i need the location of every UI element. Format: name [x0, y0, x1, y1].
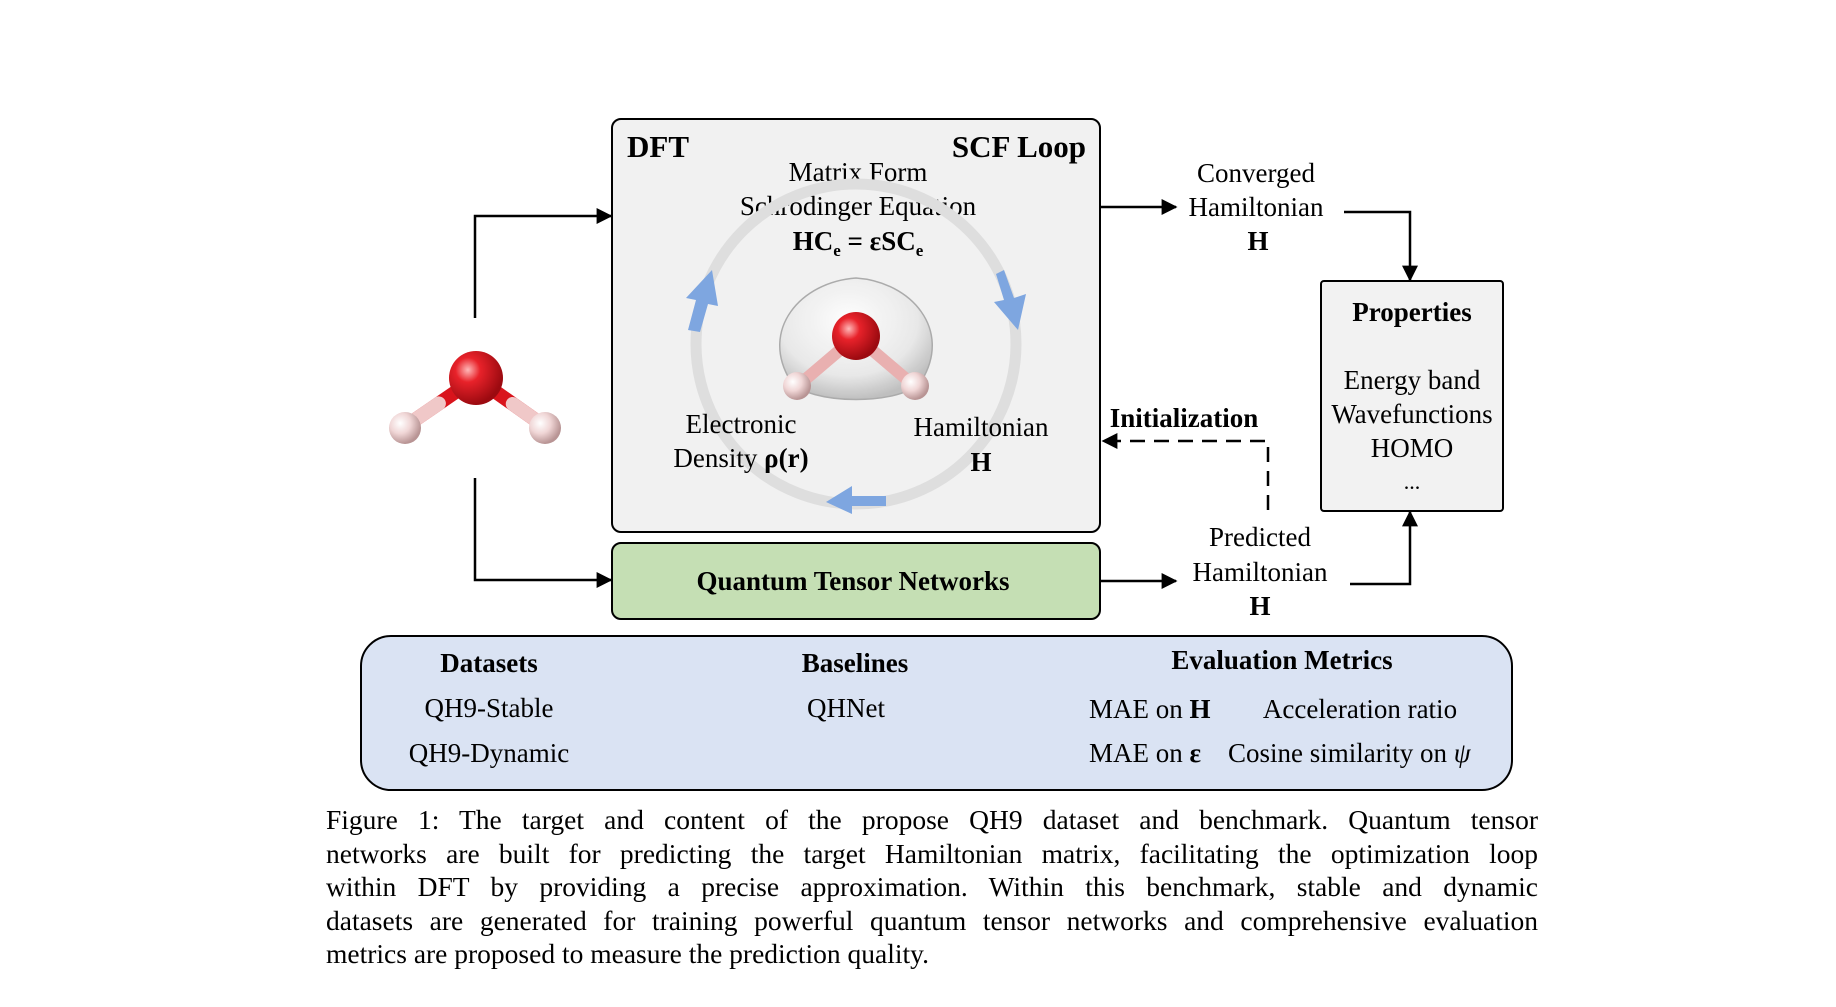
caption-line: within DFT by providing a precise approx…	[326, 871, 1538, 902]
benchmark-box: Datasets QH9-Stable QH9-Dynamic Baseline…	[360, 635, 1513, 791]
property-item: Wavefunctions	[1331, 399, 1492, 429]
property-item: HOMO	[1371, 433, 1454, 463]
quantum-tensor-networks-box: Quantum Tensor Networks	[611, 542, 1101, 620]
cycle-arrow-bottom-icon	[826, 486, 886, 514]
dataset-item: QH9-Dynamic	[409, 738, 569, 768]
molecule-to-qtn-arrow	[473, 478, 613, 588]
qh9-overview-diagram: DFT SCF Loop Matrix Form Schrödinger Equ…	[360, 118, 1513, 791]
property-item: Energy band	[1344, 365, 1481, 395]
baselines-title: Baselines	[802, 648, 909, 678]
svg-text:H: H	[1249, 591, 1270, 621]
converged-to-properties-arrow	[1344, 210, 1418, 282]
caption-line: metrics are proposed to measure the pred…	[326, 938, 930, 969]
converged-hamiltonian-label: Converged Hamiltonian H	[1189, 158, 1324, 256]
metrics-title: Evaluation Metrics	[1171, 645, 1392, 675]
predicted-to-properties-arrow	[1350, 510, 1418, 586]
water-electron-density-icon	[779, 277, 933, 401]
caption-line: networks are built for predicting the ta…	[326, 837, 1538, 869]
datasets-title: Datasets	[440, 648, 537, 678]
caption-line: datasets are generated for training powe…	[326, 904, 1538, 936]
dft-title: DFT	[627, 129, 689, 164]
svg-text:Predicted: Predicted	[1209, 522, 1311, 552]
qtn-label: Quantum Tensor Networks	[696, 566, 1009, 596]
initialization-arrow	[1101, 433, 1270, 510]
water-molecule-icon	[389, 351, 561, 444]
metric-mae-h: MAE on H	[1089, 694, 1211, 724]
caption-line: Figure 1: The target and content of the …	[326, 804, 1538, 835]
density-label-line1: Electronic	[686, 409, 797, 439]
dataset-item: QH9-Stable	[425, 693, 554, 723]
figure-caption: Figure 1: The target and content of the …	[326, 803, 1538, 971]
initialization-label: Initialization	[1110, 403, 1259, 433]
schrodinger-equation: HCe = εSCe	[793, 226, 924, 260]
molecule-to-dft-arrow	[473, 208, 613, 318]
baseline-item: QHNet	[807, 693, 885, 723]
density-label-line2: Density ρ(r)	[673, 443, 808, 473]
svg-text:H: H	[1247, 226, 1268, 256]
metric-cosine: Cosine similarity on ψ	[1228, 738, 1472, 768]
properties-title: Properties	[1352, 297, 1471, 327]
property-item: ...	[1404, 469, 1421, 494]
dft-box: DFT SCF Loop Matrix Form Schrödinger Equ…	[611, 118, 1101, 533]
hamiltonian-label: Hamiltonian	[914, 412, 1049, 442]
properties-box: Properties Energy band Wavefunctions HOM…	[1320, 280, 1504, 512]
cycle-arrow-right-icon	[994, 270, 1026, 330]
svg-text:Hamiltonian: Hamiltonian	[1189, 192, 1324, 222]
metric-mae-eps: MAE on ε	[1089, 738, 1201, 768]
hamiltonian-symbol: H	[970, 447, 991, 477]
svg-text:Hamiltonian: Hamiltonian	[1193, 557, 1328, 587]
metric-acceleration: Acceleration ratio	[1263, 694, 1457, 724]
cycle-arrow-left-icon	[686, 270, 718, 332]
predicted-hamiltonian-label: Predicted Hamiltonian H	[1193, 522, 1328, 621]
scf-loop-title: SCF Loop	[952, 129, 1086, 164]
svg-text:Converged: Converged	[1197, 158, 1315, 188]
